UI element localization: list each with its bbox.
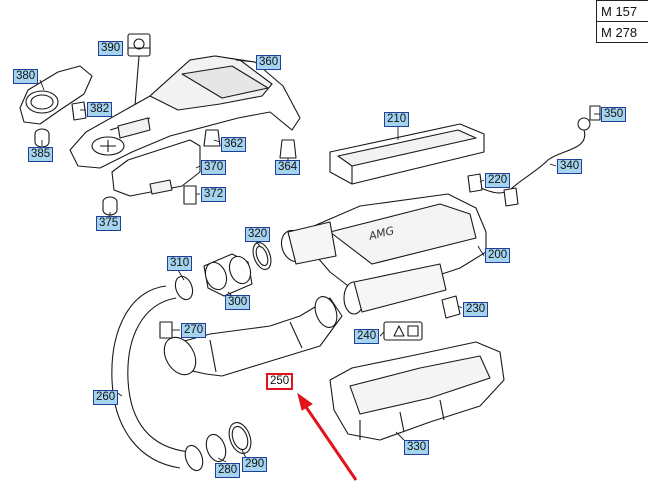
wiring-harness-part xyxy=(475,129,586,194)
seal-ring-290-part xyxy=(228,422,252,454)
callout-220[interactable]: 220 xyxy=(485,173,511,188)
callout-310[interactable]: 310 xyxy=(167,256,193,271)
callout-360[interactable]: 360 xyxy=(256,55,282,70)
red-arrow-icon xyxy=(297,392,358,481)
callout-350[interactable]: 350 xyxy=(601,107,627,122)
callout-382[interactable]: 382 xyxy=(87,102,113,117)
warning-label-icon xyxy=(383,321,423,341)
callout-380[interactable]: 380 xyxy=(13,69,39,84)
leader-lines xyxy=(39,47,600,463)
callout-320[interactable]: 320 xyxy=(245,227,271,242)
grommet-375-part xyxy=(102,196,118,216)
callout-200[interactable]: 200 xyxy=(485,248,511,263)
callout-240[interactable]: 240 xyxy=(354,329,380,344)
heat-shield-part xyxy=(329,341,505,441)
callout-385[interactable]: 385 xyxy=(28,147,54,162)
callout-390[interactable]: 390 xyxy=(98,41,124,56)
model-code-cell: M 278 xyxy=(596,21,648,43)
callout-340[interactable]: 340 xyxy=(557,159,583,174)
engine-model-table: M 157 M 278 xyxy=(596,0,648,43)
callout-364[interactable]: 364 xyxy=(275,160,301,175)
callout-280[interactable]: 280 xyxy=(215,463,241,478)
model-code-cell: M 157 xyxy=(596,0,648,22)
callout-260[interactable]: 260 xyxy=(93,390,119,405)
callout-372[interactable]: 372 xyxy=(201,187,227,202)
engine-cover-part xyxy=(69,55,301,169)
callout-300[interactable]: 300 xyxy=(225,295,251,310)
air-filter-part xyxy=(329,123,485,185)
callout-270[interactable]: 270 xyxy=(181,323,207,338)
label-sticker-icon xyxy=(127,33,151,119)
clamp-280-part xyxy=(205,433,227,463)
callout-230[interactable]: 230 xyxy=(463,302,489,317)
clamp-310-part xyxy=(174,275,194,301)
clip-364-part xyxy=(279,139,297,159)
callout-370[interactable]: 370 xyxy=(201,160,227,175)
air-filter-housing-part: AMG xyxy=(280,193,487,315)
clip-382-part xyxy=(71,101,87,121)
cover-piece-370-part xyxy=(111,139,201,197)
mass-airflow-sensor-part xyxy=(203,253,253,297)
callout-250-highlighted[interactable]: 250 xyxy=(266,373,294,390)
bracket-230-part xyxy=(441,295,461,319)
svg-text:AMG: AMG xyxy=(367,224,396,243)
intake-hose-part xyxy=(111,285,204,472)
clip-372-part xyxy=(183,185,197,205)
intake-duct-part xyxy=(163,296,343,377)
gasket-320-part xyxy=(252,242,272,270)
harness-plug-part xyxy=(503,187,519,207)
callout-362[interactable]: 362 xyxy=(221,137,247,152)
connector-350-part xyxy=(577,105,601,131)
sensor-220-part xyxy=(467,173,483,193)
clip-362-part xyxy=(203,129,221,147)
clip-270-part xyxy=(159,321,173,339)
callout-210[interactable]: 210 xyxy=(384,112,410,127)
callout-290[interactable]: 290 xyxy=(242,457,268,472)
intake-ring-bracket-part xyxy=(19,65,93,125)
callout-375[interactable]: 375 xyxy=(96,216,122,231)
callout-330[interactable]: 330 xyxy=(404,440,430,455)
